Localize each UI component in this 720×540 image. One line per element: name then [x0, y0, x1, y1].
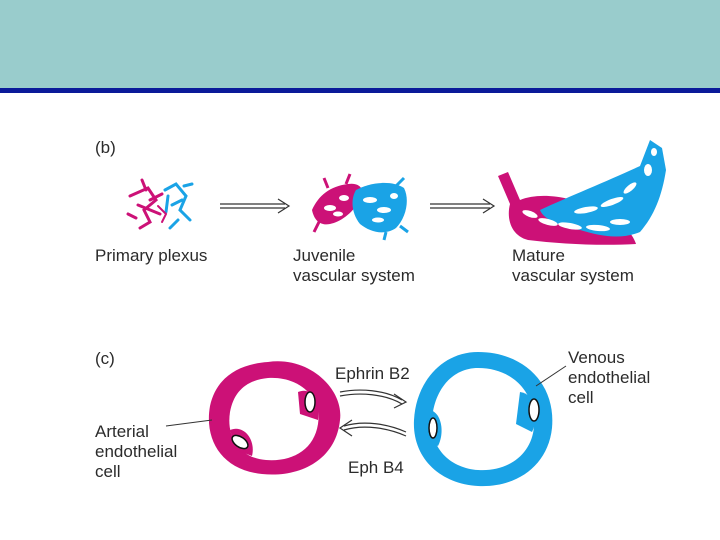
venous-label-line1: Venous — [568, 348, 625, 367]
venous-cell-diagram — [413, 352, 553, 487]
stage-label-primary: Primary plexus — [95, 246, 208, 265]
arterial-label-line1: Arterial — [95, 422, 149, 441]
ephrin-to-eph-arrow — [339, 389, 408, 409]
eph-b4-label: Eph B4 — [348, 458, 404, 477]
ephrin-b2-label: Ephrin B2 — [335, 364, 410, 383]
stage-label-juvenile-sub: vascular system — [293, 266, 415, 285]
venous-label-line2: endothelial — [568, 368, 651, 387]
arterial-leader-line — [165, 419, 213, 427]
stage-label-mature-sub: vascular system — [512, 266, 634, 285]
venous-leader-line — [535, 365, 567, 387]
stage-label-juvenile: Juvenile — [293, 246, 356, 265]
header-band — [0, 0, 720, 88]
arterial-label-line3: cell — [95, 462, 121, 481]
mature-vascular-diagram — [498, 140, 666, 245]
arterial-cell-diagram — [208, 361, 341, 475]
panel-c-label: (c) — [95, 349, 115, 368]
stage-arrow-1 — [220, 198, 291, 214]
venous-label-line3: cell — [568, 388, 594, 407]
eph-to-ephrin-arrow — [338, 419, 407, 437]
primary-plexus-diagram — [126, 178, 194, 230]
header-rule — [0, 88, 720, 93]
panel-b-label: (b) — [95, 138, 116, 157]
stage-label-mature: Mature — [512, 246, 565, 265]
juvenile-vascular-diagram — [312, 173, 409, 241]
arterial-label-line2: endothelial — [95, 442, 178, 461]
stage-arrow-2 — [430, 198, 496, 214]
